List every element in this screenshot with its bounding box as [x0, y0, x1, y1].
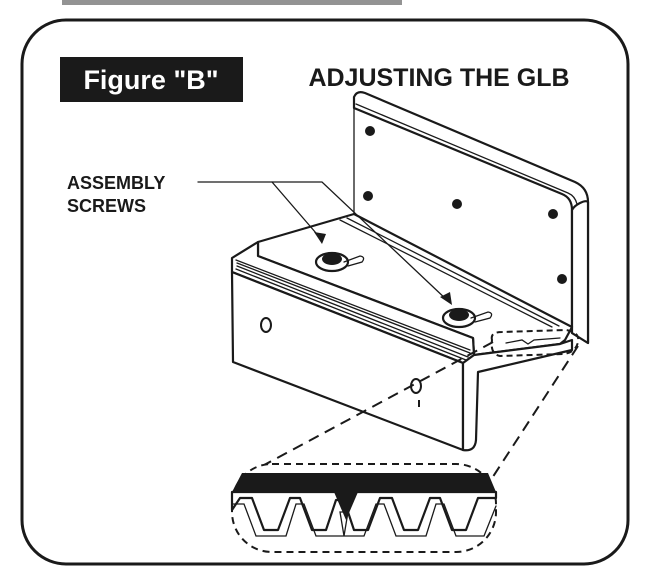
back-plate [352, 91, 590, 345]
callout-line-2: SCREWS [67, 196, 146, 216]
cropped-header-text [62, 0, 402, 5]
callout-line-1: ASSEMBLY [67, 173, 165, 193]
serration-lines [235, 259, 471, 361]
figure-label-text: Figure "B" [83, 65, 218, 95]
magnified-detail [230, 463, 498, 553]
back-plate-holes [363, 126, 567, 284]
assembly-screws-callout: ASSEMBLY SCREWS [67, 173, 165, 216]
figure-label: Figure "B" [60, 57, 243, 102]
teeth-profile [230, 490, 498, 532]
detail-marker [490, 328, 580, 358]
bracket-illustration [230, 91, 590, 452]
callout-leaders [197, 181, 452, 305]
assembly-screw-right [441, 307, 493, 329]
assembly-screw-left [314, 251, 365, 273]
figure-label-box [60, 57, 243, 102]
figure-title: ADJUSTING THE GLB [308, 64, 569, 92]
side-flange [461, 338, 574, 452]
